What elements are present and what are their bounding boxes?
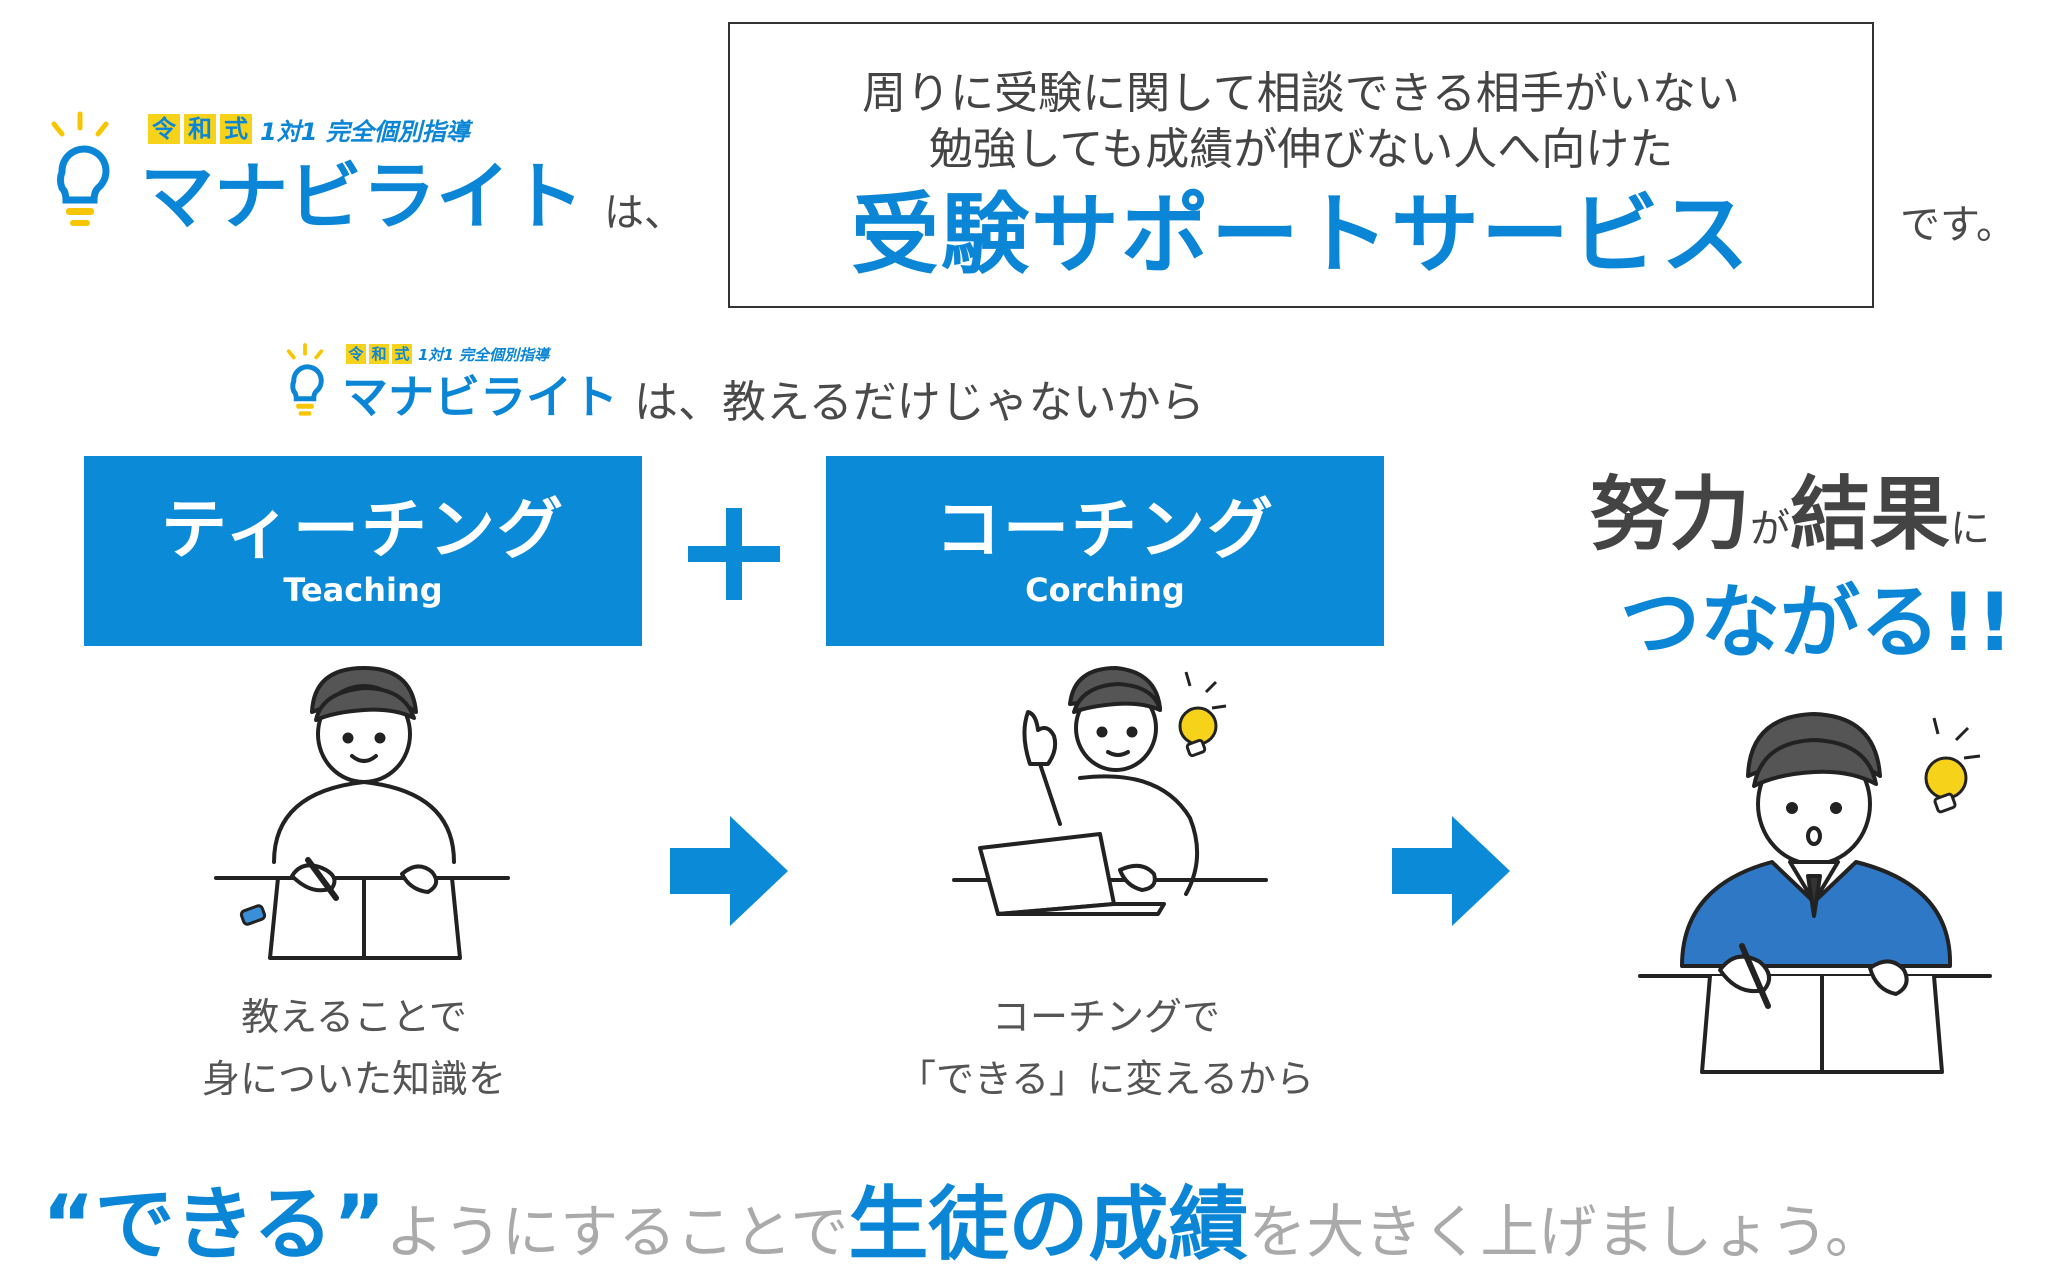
lightbulb-icon (1178, 671, 1227, 758)
closing-highlight: 生徒の成績 (848, 1178, 1249, 1271)
lightbulb-icon (1924, 717, 1981, 814)
result-particle: に (1950, 506, 1990, 552)
coaching-illustration (952, 666, 1268, 916)
badge-char: 式 (392, 344, 412, 364)
intro-box: 周りに受験に関して相談できる相手がいない 勉強しても成績が伸びない人へ向けた 受… (728, 22, 1874, 308)
brand-tagline: 1対1 完全個別指導 (260, 117, 470, 146)
result-line-1: 努力が結果に (1590, 450, 1990, 566)
coaching-caption: コーチングで 「できる」に変えるから (866, 986, 1346, 1110)
closing-close-quote: ” (332, 1178, 386, 1271)
closing-tail: を大きく上げましょう。 (1248, 1198, 1883, 1266)
closing-mid: ようにすることで (385, 1198, 849, 1266)
intro-line-2: 勉強しても成績が伸びない人へ向けた (928, 124, 1674, 175)
result-line-2: つながる!! (1620, 576, 2013, 669)
teaching-illustration (214, 666, 510, 960)
result-particle: が (1750, 506, 1790, 552)
intro-headline: 受験サポートサービス (850, 183, 1751, 286)
result-word-effort: 努力 (1590, 468, 1750, 561)
teaching-caption-line-2: 身についた知識を (201, 1057, 506, 1101)
sub-heading-text: は、教えるだけじゃないから (634, 377, 1205, 428)
intro-line-1: 周りに受験に関して相談できる相手がいない (862, 68, 1740, 119)
student-illustration (1638, 712, 1992, 1074)
lightbulb-icon (51, 111, 110, 226)
badge-char: 令 (346, 344, 366, 364)
arrow-right-icon (670, 816, 788, 926)
closing-dekiru: できる (94, 1178, 333, 1271)
teaching-caption: 教えることで 身についた知識を (144, 986, 564, 1110)
teaching-subtitle: Teaching (283, 571, 443, 609)
brand-logo-large: 令 和 式 1対1 完全個別指導 マナビライト (40, 110, 600, 240)
coaching-title: コーチング (935, 491, 1275, 568)
brand-name: マナビライト (140, 154, 584, 240)
coaching-caption-line-2: 「できる」に変えるから (897, 1057, 1315, 1101)
teaching-title: ティーチング (160, 491, 566, 568)
result-word-result: 結果 (1790, 468, 1950, 561)
badge-char: 和 (184, 114, 216, 144)
coaching-subtitle: Corching (1025, 571, 1185, 609)
intro-particle: は、 (604, 190, 684, 236)
lightbulb-icon (286, 343, 324, 416)
closing-open-quote: “ (42, 1178, 95, 1271)
badge-char: 令 (148, 114, 180, 144)
badge-char: 和 (369, 344, 389, 364)
teaching-box: ティーチング Teaching (84, 456, 642, 646)
closing-message: “できる”ようにすることで生徒の成績を大きく上げましょう。 (42, 1160, 2032, 1271)
brand-name: マナビライト (342, 370, 618, 424)
arrow-right-icon (1392, 816, 1510, 926)
intro-suffix: です。 (1900, 202, 2016, 248)
plus-icon (688, 508, 780, 600)
brand-logo-small: 令 和 式 1対1 完全個別指導 マナビライト (280, 340, 620, 424)
coaching-box: コーチング Corching (826, 456, 1384, 646)
badge-char: 式 (220, 114, 252, 144)
teaching-caption-line-1: 教えることで (241, 995, 467, 1039)
brand-tagline: 1対1 完全個別指導 (418, 345, 550, 364)
coaching-caption-line-1: コーチングで (991, 995, 1220, 1039)
